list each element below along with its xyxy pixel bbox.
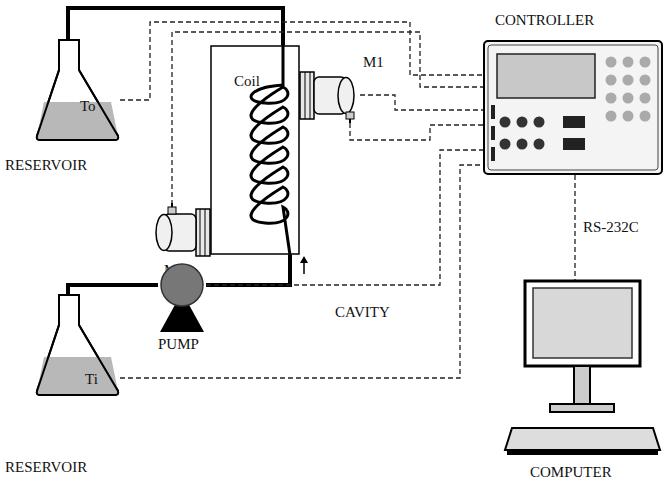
edge-label: RS-232C xyxy=(581,219,641,236)
reservoir-label: RESERVOIR xyxy=(5,459,87,476)
tube-line xyxy=(68,8,283,45)
pump-label: PUMP xyxy=(158,336,199,353)
motor-symbol-outline xyxy=(152,205,210,260)
computer-symbol: COMPUTER xyxy=(520,280,645,460)
motor-label: M1 xyxy=(363,54,384,71)
controller-box-outline xyxy=(483,40,663,175)
pump-symbol: PUMP xyxy=(158,262,206,334)
reservoir-flask-outline xyxy=(35,40,120,140)
computer-label: COMPUTER xyxy=(530,464,612,481)
signal-line xyxy=(574,175,575,280)
controller-label: CONTROLLER xyxy=(495,12,594,29)
signal-line xyxy=(360,95,483,110)
flow-arrowhead xyxy=(300,256,308,263)
tube-line xyxy=(68,285,158,295)
cavity-label: CAVITY xyxy=(335,304,390,321)
motor-symbol: M2 xyxy=(152,205,210,260)
motor-symbol-outline xyxy=(300,68,360,123)
tube-line xyxy=(206,255,290,285)
motor-symbol: M1 xyxy=(300,68,360,123)
sensor-label: Ti xyxy=(85,371,98,388)
computer-symbol-outline xyxy=(520,280,645,460)
reservoir-flask-outline xyxy=(35,295,120,395)
signal-line xyxy=(120,165,483,378)
reservoir-flask: ToRESERVOIR xyxy=(35,40,120,140)
reservoir-flask: TiRESERVOIR xyxy=(35,295,120,395)
cavity-box: CoilCAVITY xyxy=(210,45,300,255)
flow-arrow xyxy=(303,262,305,274)
sensor-label: To xyxy=(80,98,96,115)
controller-box: CONTROLLER xyxy=(483,40,663,175)
coil-label: Coil xyxy=(234,73,260,90)
pump-symbol-outline xyxy=(158,262,206,334)
reservoir-label: RESERVOIR xyxy=(5,157,87,174)
signal-line xyxy=(350,123,483,140)
